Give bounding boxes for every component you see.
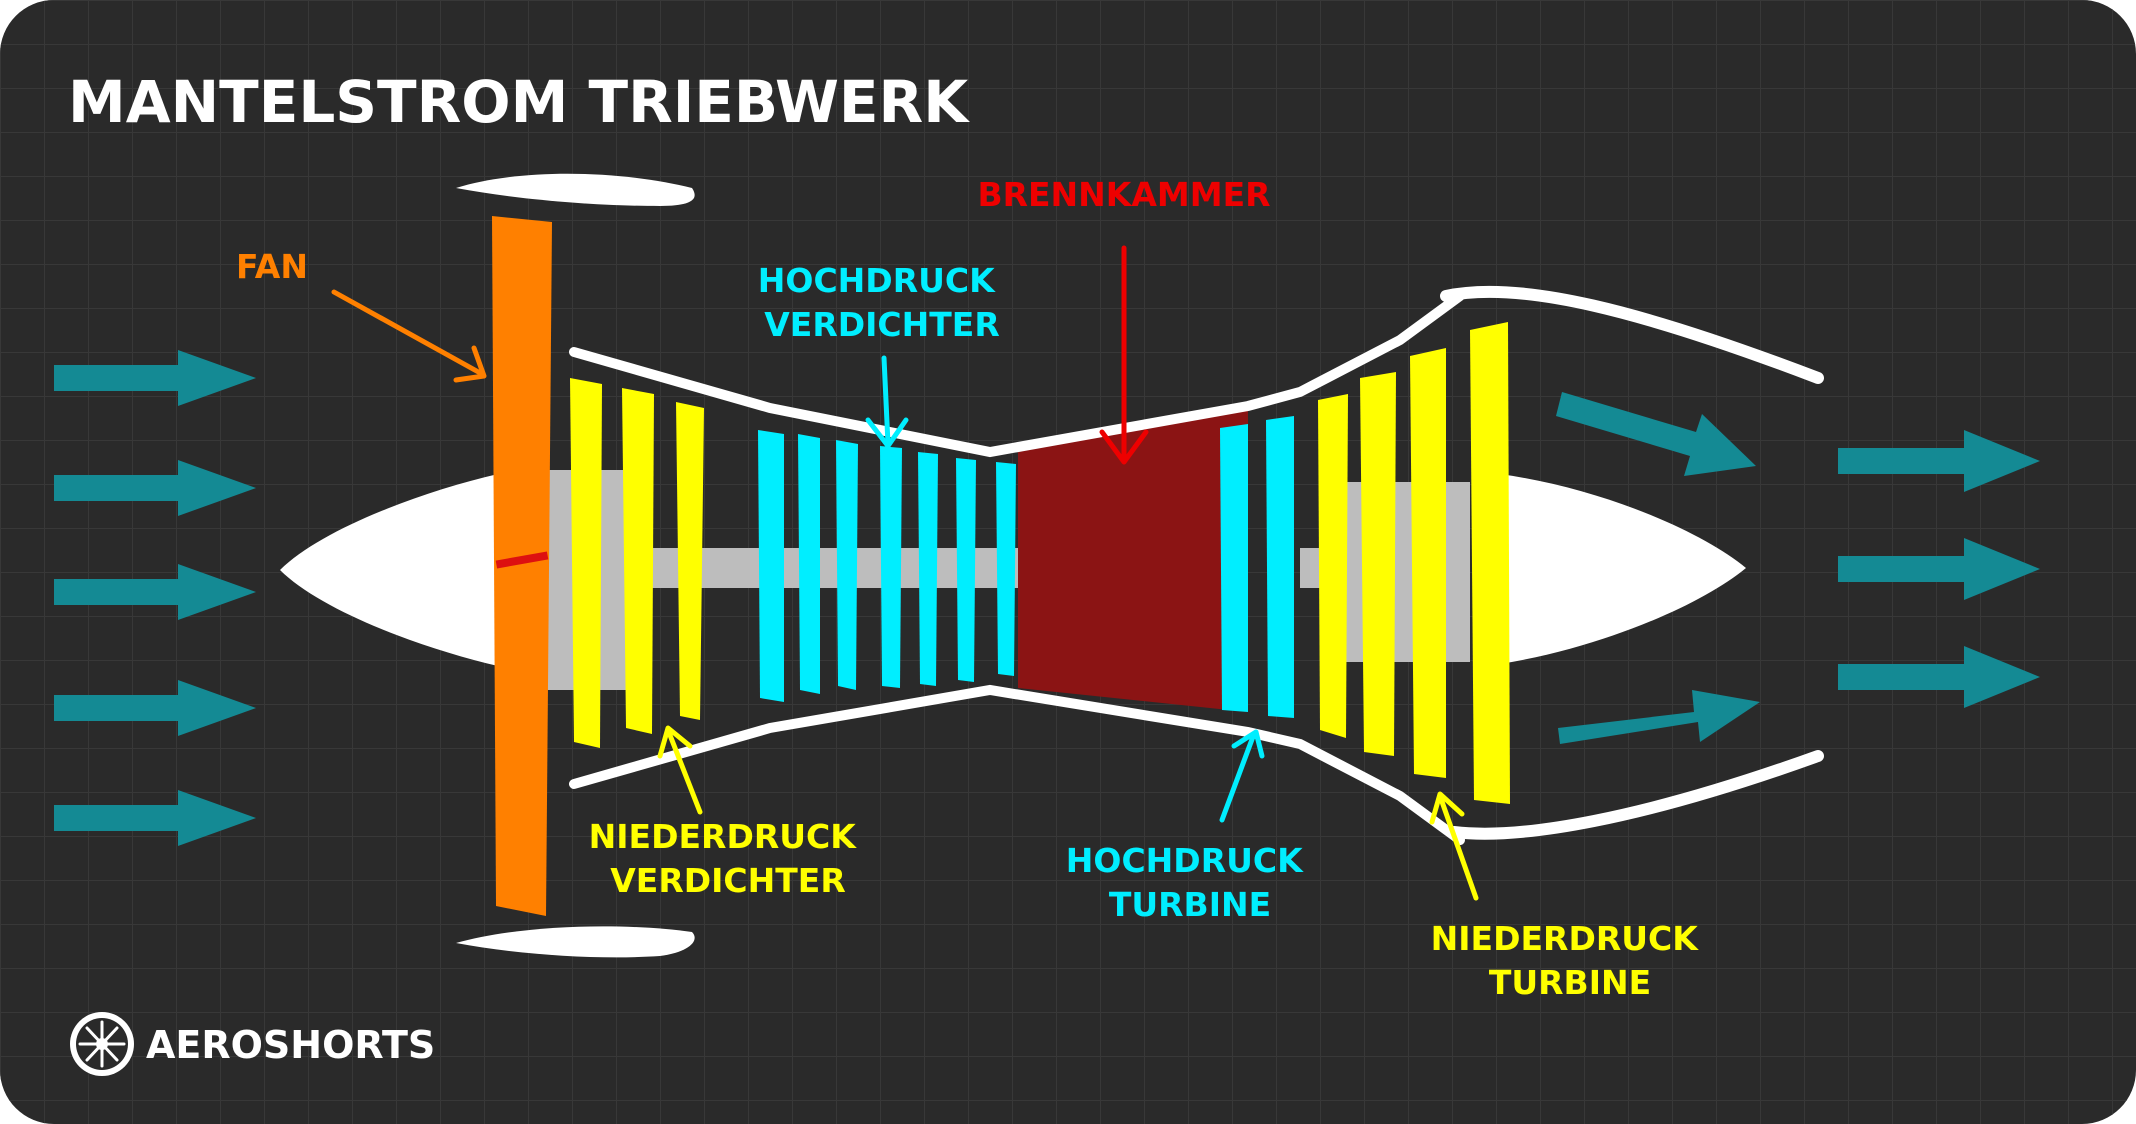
hochdruck-turbine-label: HOCHDRUCK TURBINE [1066, 841, 1314, 924]
niederdruck-turbine-label-line1: NIEDERDRUCK [1431, 919, 1700, 958]
brand-name: AEROSHORTS [146, 1023, 435, 1067]
fan-label: FAN [236, 247, 308, 286]
flow-arrow-icon [1838, 430, 2040, 492]
niederdruck-verdichter-label-line1: NIEDERDRUCK [589, 817, 858, 856]
hochdruck-turbine-label-line1: HOCHDRUCK [1066, 841, 1304, 880]
niederdruck-verdichter-label: NIEDERDRUCK VERDICHTER [589, 817, 868, 900]
fan-callout-arrow [331, 289, 487, 383]
flow-arrow-icon [1558, 690, 1760, 744]
flow-arrow-icon [1838, 646, 2040, 708]
flow-arrow-icon [54, 790, 256, 846]
niederdruck-verdichter-callout-arrow [657, 725, 703, 815]
high-pressure-compressor [758, 430, 1016, 702]
niederdruck-turbine-label-line2: TURBINE [1489, 963, 1651, 1002]
combustion-chamber [1018, 410, 1248, 712]
high-pressure-turbine [1220, 416, 1294, 718]
brennkammer-label: BRENNKAMMER [977, 175, 1270, 214]
brennkammer-callout-arrow [1099, 245, 1149, 465]
flow-arrow-icon [54, 680, 256, 736]
hochdruck-verdichter-callout-arrow [865, 355, 909, 449]
core-casing [569, 291, 1465, 845]
callout-arrows [331, 245, 1479, 901]
fan-blade [492, 216, 552, 916]
flow-arrow-icon [54, 460, 256, 516]
hochdruck-verdichter-label-line2: VERDICHTER [764, 305, 999, 344]
low-pressure-turbine [1318, 322, 1510, 804]
niederdruck-turbine-callout-arrow [1429, 791, 1479, 901]
nacelle-bottom-lip [456, 926, 695, 958]
hochdruck-turbine-callout-arrow [1219, 729, 1265, 823]
flow-arrow-icon [1838, 538, 2040, 600]
tail-cone [1500, 474, 1746, 664]
flow-arrow-icon [1556, 392, 1756, 476]
niederdruck-turbine-label: NIEDERDRUCK TURBINE [1431, 919, 1710, 1002]
flow-arrow-icon [54, 564, 256, 620]
nacelle-top-lip [456, 173, 695, 206]
hochdruck-verdichter-label: HOCHDRUCK VERDICHTER [758, 261, 1006, 344]
hochdruck-turbine-label-line2: TURBINE [1109, 885, 1271, 924]
hochdruck-verdichter-label-line1: HOCHDRUCK [758, 261, 996, 300]
exhaust-flow-arrows [1556, 392, 2040, 744]
bypass-duct [1440, 285, 1824, 840]
intake-flow-arrows [54, 350, 256, 846]
flow-arrow-icon [54, 350, 256, 406]
low-pressure-compressor [570, 378, 704, 748]
page-title: MANTELSTROM TRIEBWERK [68, 68, 970, 136]
spinner-cone [280, 474, 498, 666]
turbine-fan-logo-icon [70, 1012, 134, 1076]
niederdruck-verdichter-label-line2: VERDICHTER [610, 861, 845, 900]
brand-logo: AEROSHORTS [70, 1012, 435, 1076]
